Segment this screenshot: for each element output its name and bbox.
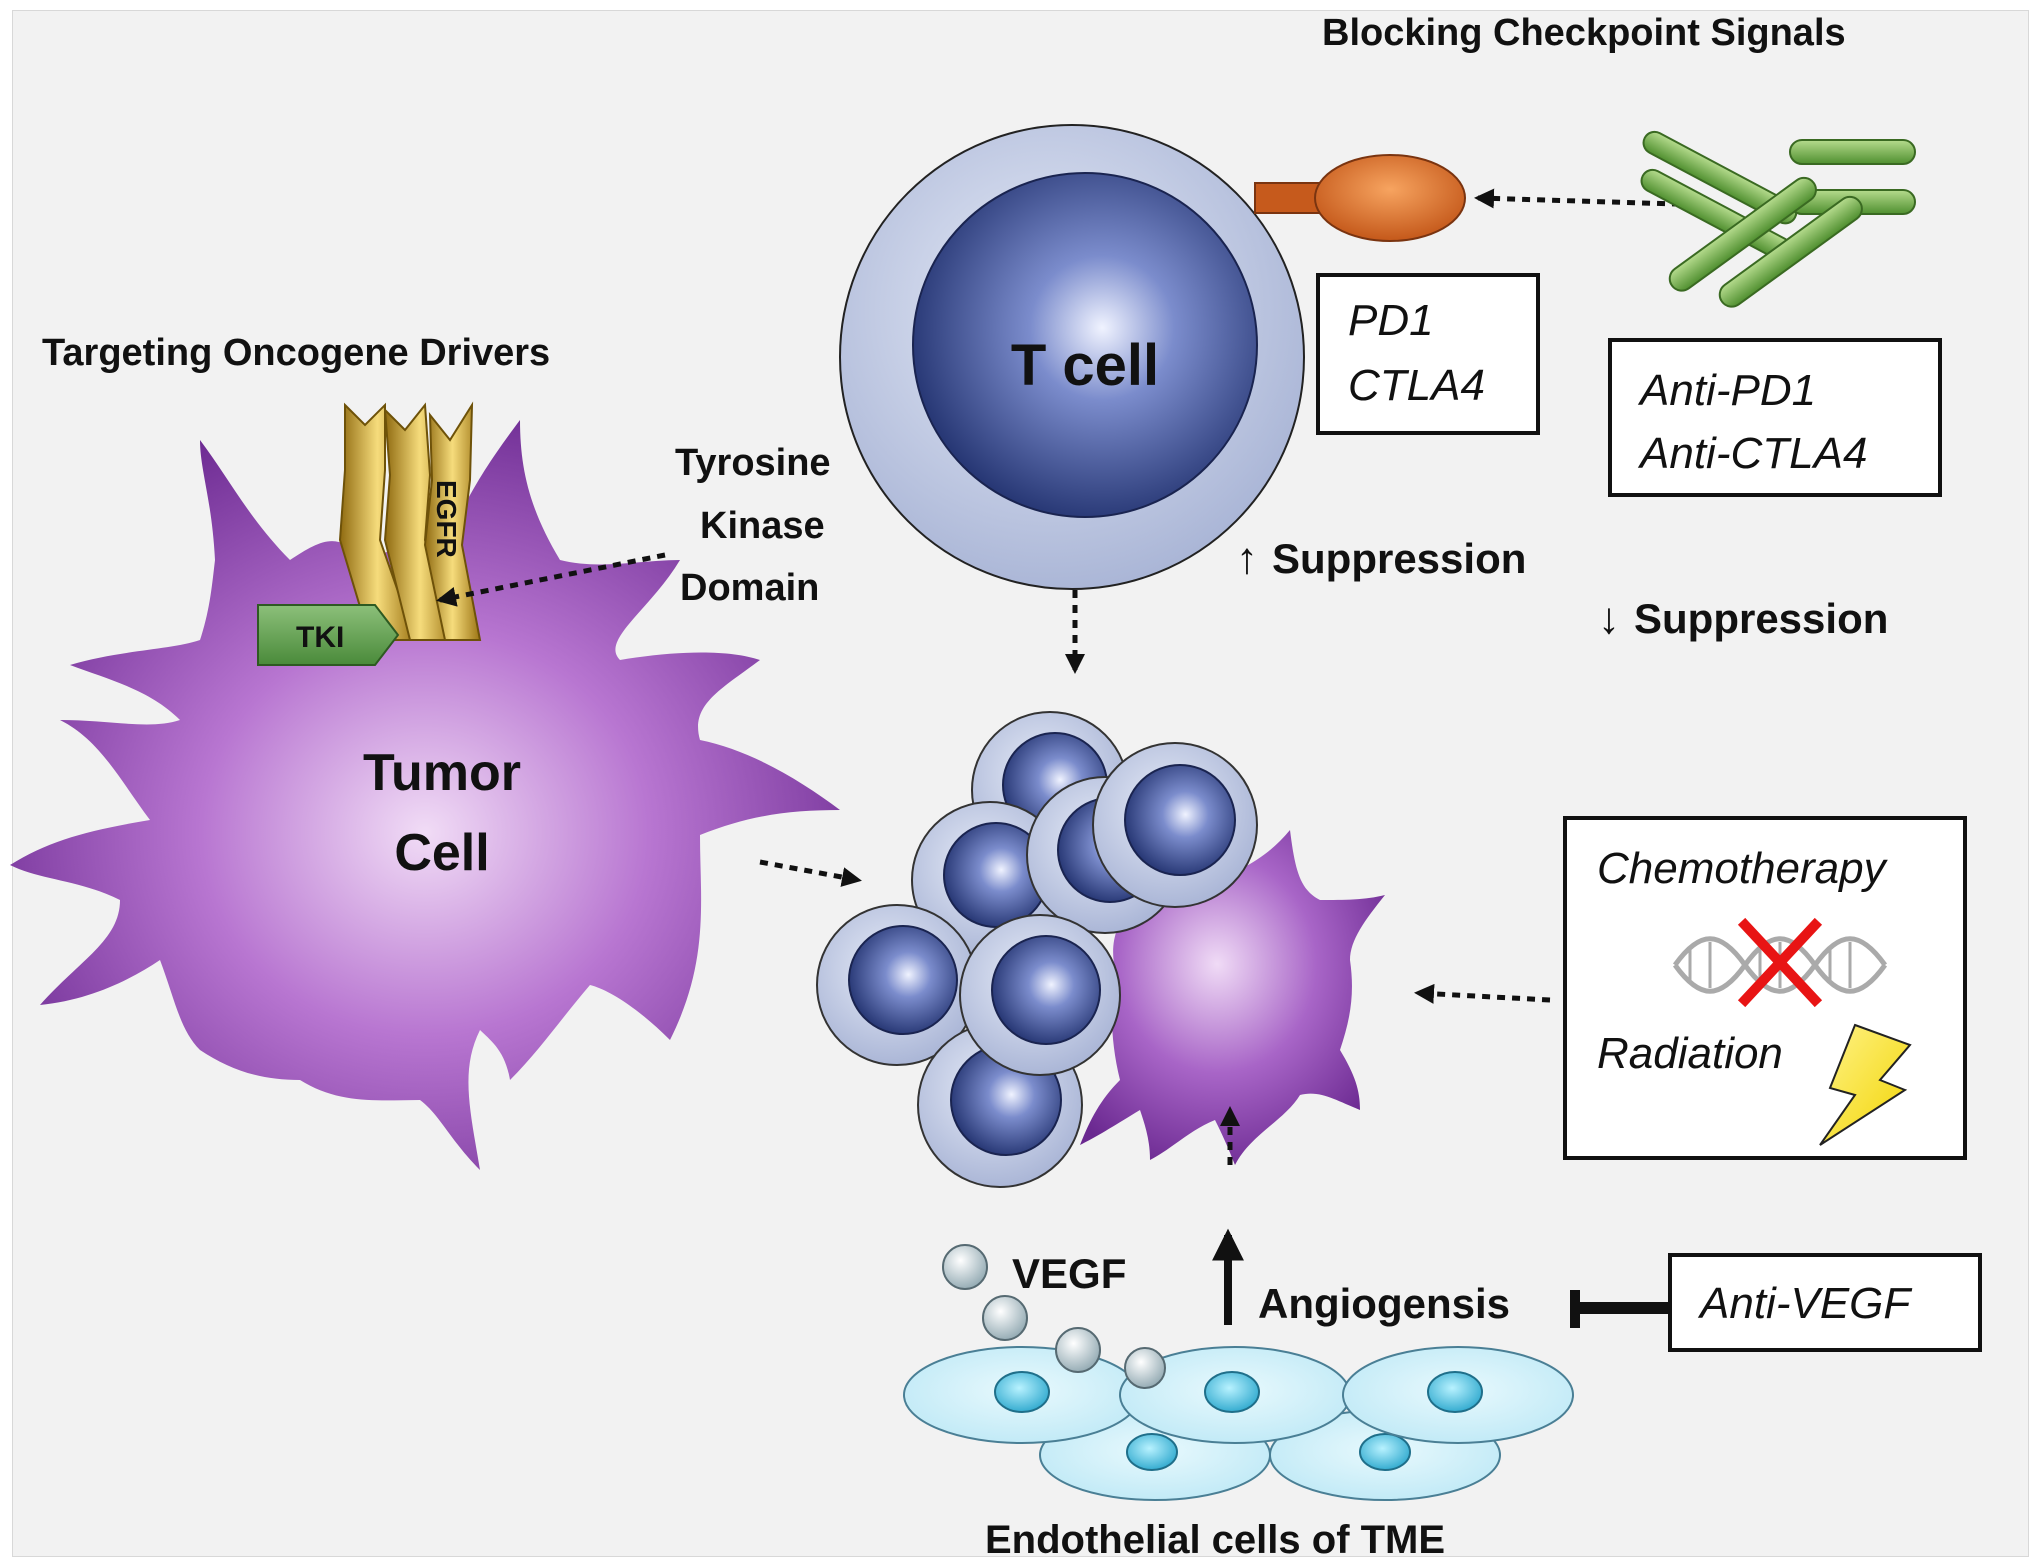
- tumor-cell-label-2: Cell: [394, 824, 489, 882]
- checkpoint-pd1: PD1: [1348, 296, 1434, 345]
- anti-vegf-label: Anti-VEGF: [1697, 1279, 1912, 1328]
- checkpoint-box: PD1 CTLA4: [1316, 273, 1540, 435]
- suppression-down-label: Suppression: [1634, 595, 1888, 642]
- suppression-down: ↓ Suppression: [1598, 594, 1888, 643]
- tki-label: TKI: [296, 621, 344, 654]
- antibody-icon: [1640, 130, 1916, 308]
- endothelial-cell: [1342, 1346, 1574, 1444]
- tyrosine-label-3: Domain: [680, 567, 819, 609]
- red-x-icon: [1737, 917, 1823, 1008]
- antibody-anti-pd1: Anti-PD1: [1637, 366, 1816, 415]
- lightning-icon: [1819, 1023, 1912, 1146]
- endothelial-cell: [903, 1346, 1141, 1444]
- tcell-cluster: [816, 711, 1258, 1188]
- tme-heading: Endothelial cells of TME: [985, 1518, 1445, 1562]
- angiogenesis-label: Angiogensis: [1258, 1280, 1510, 1327]
- chemotherapy-label: Chemotherapy: [1597, 844, 1889, 893]
- blocking-checkpoint-heading: Blocking Checkpoint Signals: [1322, 12, 1846, 54]
- dna-icon: [1672, 936, 1888, 994]
- vegf-molecules: [942, 1244, 1166, 1389]
- t-cell: T cell: [839, 124, 1305, 590]
- cluster-tcell: [816, 904, 978, 1066]
- vegf-label: VEGF: [1012, 1250, 1126, 1297]
- tumor-cell-label-1: Tumor: [363, 744, 521, 802]
- suppression-up: ↑ Suppression: [1236, 534, 1526, 583]
- radiation-label: Radiation: [1597, 1029, 1783, 1078]
- egfr-receptor: EGFR: [338, 401, 482, 641]
- tyrosine-label-2: Kinase: [700, 505, 825, 547]
- antibody-anti-ctla4: Anti-CTLA4: [1637, 429, 1867, 478]
- endothelial-cells: [903, 1346, 1574, 1501]
- tumor-cell-shape: [10, 420, 840, 1170]
- suppression-up-label: Suppression: [1272, 535, 1526, 582]
- endothelial-cell: [1119, 1346, 1351, 1444]
- egfr-label: EGFR: [431, 480, 462, 558]
- checkpoint-ctla4: CTLA4: [1348, 361, 1485, 410]
- therapy-to-cluster-arrow: [1414, 983, 1551, 1004]
- down-arrow-icon: ↓: [1598, 594, 1620, 643]
- checkpoint-receptor: [1254, 154, 1466, 242]
- tumor-to-cluster-arrow: [759, 859, 862, 887]
- anti-vegf-box: Anti-VEGF: [1668, 1253, 1982, 1352]
- antibody-box: Anti-PD1 Anti-CTLA4: [1608, 338, 1942, 497]
- up-arrow-icon: ↑: [1236, 534, 1258, 583]
- t-cell-label: T cell: [1011, 333, 1159, 398]
- targeting-oncogene-heading: Targeting Oncogene Drivers: [42, 332, 550, 374]
- cluster-tcell: [1092, 742, 1258, 908]
- inhibition-bar: [1570, 1290, 1670, 1328]
- tki-inhibitor: TKI: [257, 604, 400, 666]
- cluster-tcell: [959, 914, 1121, 1076]
- therapy-box: Chemotherapy Radiation: [1563, 816, 1967, 1160]
- tyrosine-label-1: Tyrosine: [675, 442, 831, 484]
